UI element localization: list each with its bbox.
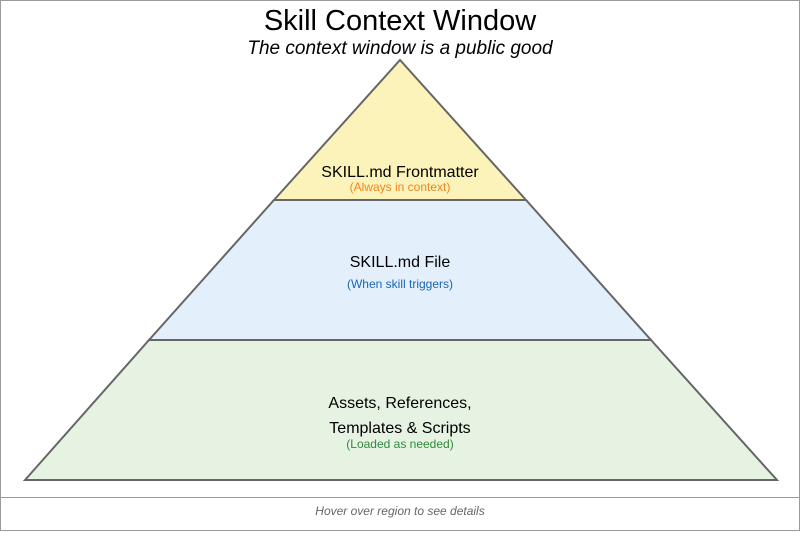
- footer-divider: [0, 497, 800, 498]
- hover-hint: Hover over region to see details: [315, 504, 485, 518]
- tier-frontmatter-label: SKILL.md Frontmatter: [321, 164, 479, 181]
- pyramid-tier-frontmatter[interactable]: [271, 58, 529, 201]
- tier-skill-file-note: (When skill triggers): [346, 277, 454, 291]
- tier-skill-file-label: SKILL.md File: [349, 254, 451, 271]
- diagram-subtitle: The context window is a public good: [247, 38, 553, 59]
- tier-assets-note: (Loaded as needed): [346, 437, 454, 451]
- tier-assets-label-line1: Assets, References,: [328, 395, 472, 412]
- tier-assets-label-line2: Templates & Scripts: [329, 420, 471, 437]
- tier-frontmatter-note: (Always in context): [349, 180, 451, 194]
- diagram-title: Skill Context Window: [263, 5, 537, 37]
